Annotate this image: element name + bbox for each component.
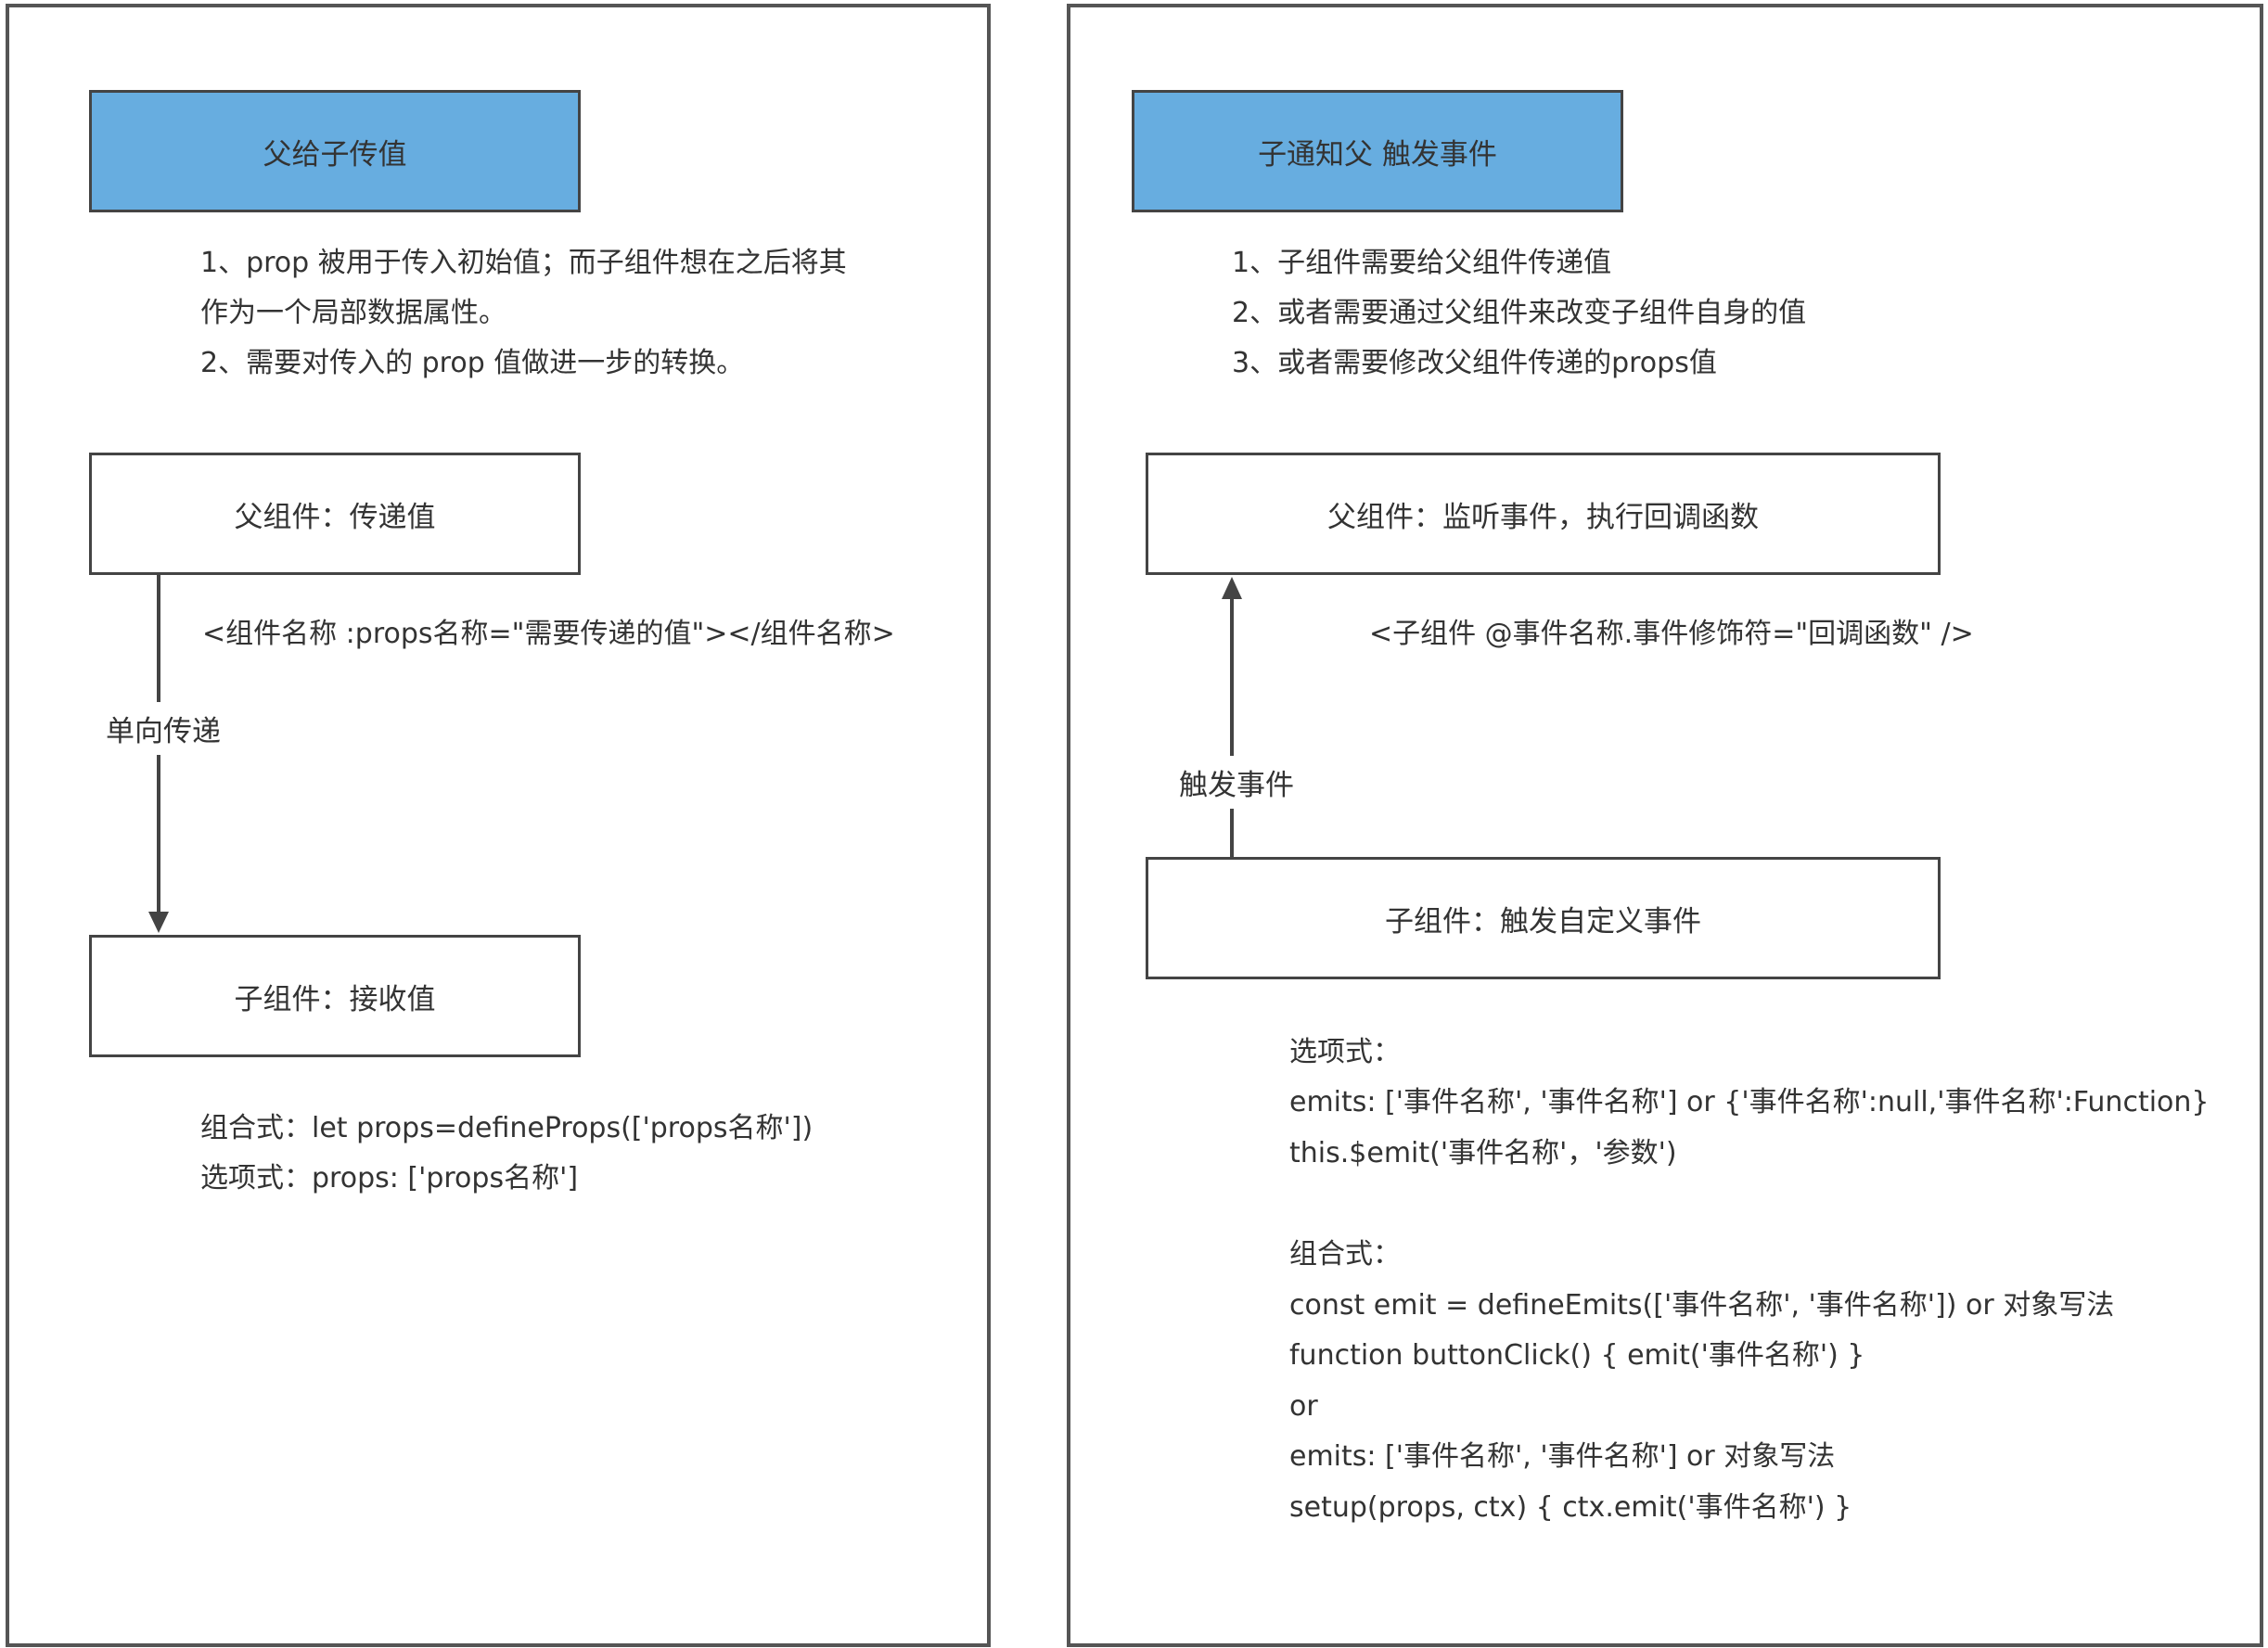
right-child-label: 子组件：触发自定义事件 [1385, 904, 1701, 939]
right-desc-line-1: 1、子组件需要给父组件传递值 [1232, 247, 1612, 279]
left-child-box: 子组件：接收值 [89, 935, 581, 1057]
right-composition-line-2: function buttonClick() { emit('事件名称') } [1289, 1339, 1865, 1372]
left-code-line: <组件名称 :props名称="需要传递的值"></组件名称> [202, 618, 895, 650]
right-header-box: 子通知父 触发事件 [1132, 90, 1623, 212]
right-code-line: <子组件 @事件名称.事件修饰符="回调函数" /> [1369, 618, 1974, 650]
right-composition-line-4: emits: ['事件名称', '事件名称'] or 对象写法 [1289, 1440, 1836, 1473]
left-panel [6, 4, 991, 1647]
left-parent-label: 父组件：传递值 [234, 500, 436, 534]
left-child-label: 子组件：接收值 [234, 982, 436, 1016]
left-note-line-1: 组合式：let props=defineProps(['props名称']) [200, 1112, 814, 1144]
right-options-line-2: this.$emit('事件名称'，'参数') [1289, 1137, 1677, 1169]
left-note-line-2: 选项式：props: ['props名称'] [200, 1162, 579, 1194]
right-options-line-1: emits: ['事件名称', '事件名称'] or {'事件名称':null,… [1289, 1086, 2210, 1118]
left-header-label: 父给子传值 [263, 137, 407, 172]
right-options-title: 选项式： [1289, 1036, 1401, 1068]
right-composition-title: 组合式： [1289, 1238, 1401, 1271]
left-desc-line-3: 2、需要对传入的 prop 值做进一步的转换。 [200, 347, 745, 379]
right-composition-line-1: const emit = defineEmits(['事件名称', '事件名称'… [1289, 1289, 2115, 1322]
left-parent-box: 父组件：传递值 [89, 453, 581, 575]
right-composition-line-3: or [1289, 1390, 1318, 1423]
right-parent-box: 父组件：监听事件，执行回调函数 [1146, 453, 1941, 575]
left-desc-line-1: 1、prop 被用于传入初始值；而子组件想在之后将其 [200, 247, 847, 279]
right-desc-line-3: 3、或者需要修改父组件传递的props值 [1232, 347, 1717, 379]
left-desc-line-2: 作为一个局部数据属性。 [200, 297, 506, 329]
right-header-label: 子通知父 触发事件 [1258, 137, 1497, 172]
right-composition-line-5: setup(props, ctx) { ctx.emit('事件名称') } [1289, 1491, 1852, 1524]
right-panel [1067, 4, 2263, 1647]
right-parent-label: 父组件：监听事件，执行回调函数 [1327, 500, 1759, 534]
right-arrow-label: 触发事件 [1177, 756, 1296, 809]
left-header-box: 父给子传值 [89, 90, 581, 212]
right-desc-line-2: 2、或者需要通过父组件来改变子组件自身的值 [1232, 297, 1807, 329]
right-child-box: 子组件：触发自定义事件 [1146, 857, 1941, 979]
left-arrow-label: 单向传递 [104, 702, 223, 755]
